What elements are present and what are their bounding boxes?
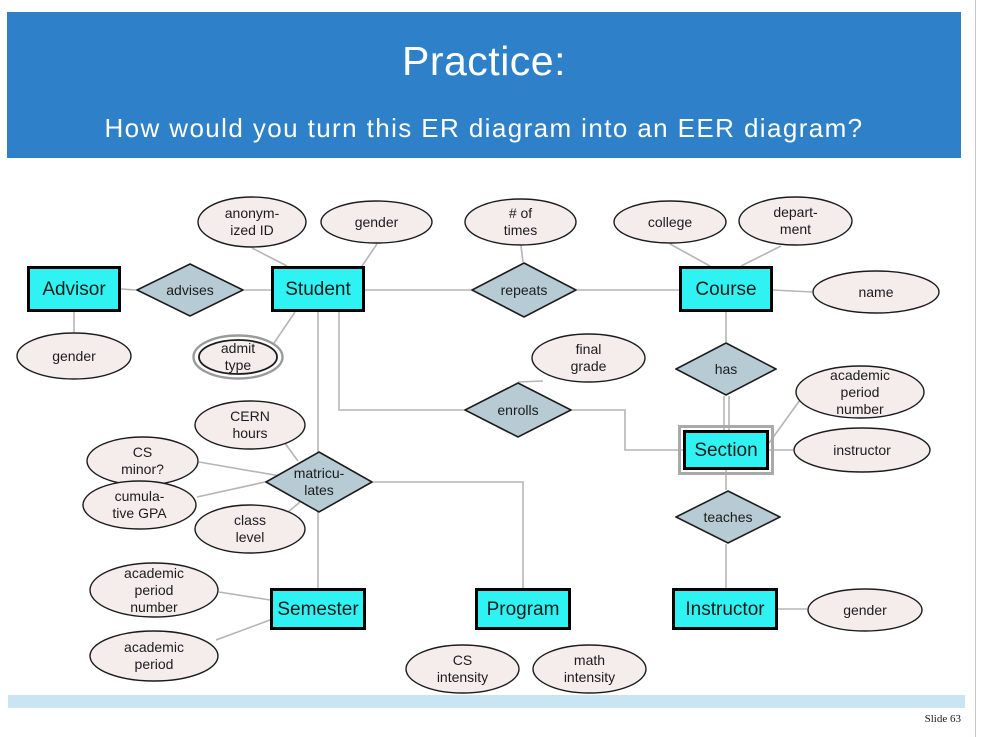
connector-student-admittype	[271, 311, 296, 347]
attribute-label-instructor-gender: gender	[843, 601, 887, 618]
entity-label-advisor: Advisor	[42, 278, 106, 300]
attribute-label-section-instructor: instructor	[833, 441, 891, 458]
attribute-label-course-name: name	[858, 283, 894, 300]
title-band: Practice: How would you turn this ER dia…	[7, 12, 961, 158]
footer-band	[8, 695, 965, 708]
attribute-label-anonymized-id: anonym-ized ID	[224, 205, 280, 238]
page-subtitle: How would you turn this ER diagram into …	[104, 113, 864, 143]
entity-label-program: Program	[486, 598, 560, 620]
connector-enrolls-section	[572, 409, 683, 451]
connector-ap-semester	[215, 619, 271, 641]
connector-course-name	[772, 289, 813, 293]
relationship-label-teaches: teaches	[703, 508, 753, 525]
slide-number: Slide 63	[924, 713, 961, 725]
connector-studgender-student	[361, 243, 378, 267]
attribute-college[interactable]: college	[613, 200, 727, 244]
entity-advisor[interactable]: Advisor	[27, 266, 121, 312]
attribute-anonymized-id[interactable]: anonym-ized ID	[197, 196, 307, 248]
connector-college-course	[669, 243, 711, 267]
entity-label-section: Section	[694, 439, 758, 461]
relationship-label-matriculates: matricu-lates	[293, 465, 345, 498]
attribute-instructor-gender[interactable]: gender	[807, 588, 923, 632]
entity-label-instructor: Instructor	[685, 598, 765, 620]
connector-apn-semester	[218, 591, 271, 601]
connector-classlevel-matric	[287, 501, 301, 513]
relationship-teaches[interactable]: teaches	[675, 490, 781, 544]
entity-course[interactable]: Course	[679, 266, 773, 312]
entity-semester[interactable]: Semester	[270, 588, 366, 630]
relationship-label-enrolls: enrolls	[497, 401, 539, 418]
connector-department-course	[740, 245, 782, 267]
entity-label-semester: Semester	[277, 598, 359, 620]
entity-section[interactable]: Section	[678, 425, 774, 475]
attribute-label-student-gender: gender	[354, 213, 399, 230]
relationship-enrolls[interactable]: enrolls	[464, 382, 572, 438]
connector-student-enrolls	[338, 312, 464, 411]
relationship-label-has: has	[714, 360, 738, 377]
entity-program[interactable]: Program	[475, 588, 571, 630]
attribute-section-instructor[interactable]: instructor	[793, 427, 931, 473]
page-title: Practice:	[402, 38, 566, 84]
attribute-label-department: depart-ment	[773, 204, 818, 237]
attribute-department[interactable]: depart-ment	[738, 196, 853, 246]
slide-edge-divider	[975, 0, 976, 737]
attribute-label-college: college	[647, 213, 693, 230]
connector-csminor-matriculates	[198, 461, 287, 478]
connector-section-apn	[768, 399, 801, 444]
relationship-label-repeats: repeats	[500, 281, 548, 298]
entity-label-course: Course	[695, 278, 757, 300]
relationship-has[interactable]: has	[675, 342, 777, 396]
connector-matric-program	[373, 481, 524, 588]
attribute-advisor-gender[interactable]: gender	[16, 332, 132, 380]
relationship-label-advises: advises	[166, 281, 214, 298]
entity-student[interactable]: Student	[271, 266, 365, 312]
connector-finalgrade-enrolls	[517, 380, 544, 383]
connector-anonid-student	[251, 247, 288, 267]
relationship-advises[interactable]: advises	[136, 263, 244, 317]
attribute-label-cumulative-gpa: cumula-tive GPA	[112, 488, 167, 521]
connector-cern-matriculates	[283, 441, 299, 462]
attribute-student-gender[interactable]: gender	[320, 200, 433, 244]
relationship-matriculates[interactable]: matricu-lates	[265, 451, 373, 513]
attribute-course-name[interactable]: name	[812, 270, 940, 314]
entity-label-student: Student	[285, 278, 351, 300]
entity-instructor[interactable]: Instructor	[672, 588, 778, 630]
attribute-cumulative-gpa[interactable]: cumula-tive GPA	[82, 480, 197, 530]
attribute-label-advisor-gender: gender	[52, 347, 96, 364]
relationship-repeats[interactable]: repeats	[471, 262, 577, 318]
connector-times-repeats	[520, 245, 524, 263]
connector-advisor-advises	[120, 288, 137, 291]
